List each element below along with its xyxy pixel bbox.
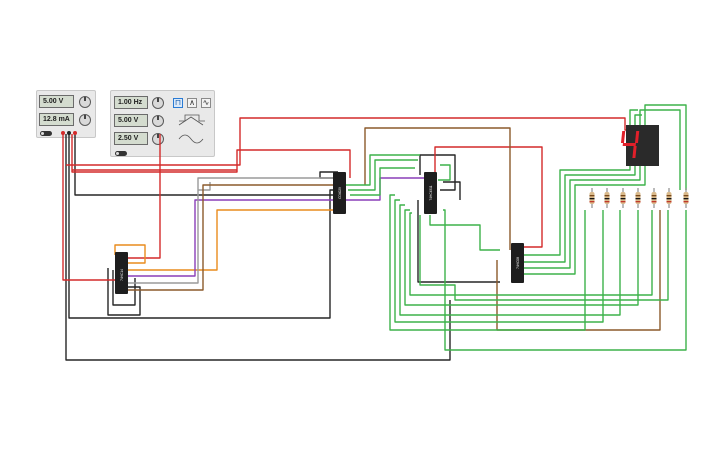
seven-segment-display[interactable] [620,125,659,166]
waveform-preview-icon [178,114,205,144]
dc-power-supply[interactable]: 5.00 V 12.8 mA [36,90,96,138]
orange-wire[interactable] [114,200,341,271]
black-wires[interactable] [65,134,500,361]
resistor[interactable] [620,188,626,208]
green-wires[interactable] [345,104,687,351]
resistors[interactable] [589,188,689,208]
resistor[interactable] [635,188,641,208]
chip-2[interactable]: CD4029 [333,172,346,214]
power-terminals[interactable] [61,131,77,135]
chip-4[interactable]: 74HC08 [511,243,524,283]
resistor[interactable] [589,188,595,208]
purple-wire[interactable] [128,177,430,277]
generator-power-switch[interactable] [115,151,127,156]
chip-3[interactable]: 74HC4511 [424,172,437,214]
current-knob[interactable] [79,114,91,126]
square-wave-button[interactable]: ⊓ [173,98,183,108]
current-display: 12.8 mA [39,113,74,126]
chip-2-label: CD4029 [338,187,342,199]
chip-3-label: 74HC4511 [429,185,433,200]
amplitude-display: 5.00 V [114,114,148,127]
triangle-wave-button[interactable]: ∧ [187,98,197,108]
offset-display: 2.50 V [114,132,148,145]
offset-knob[interactable] [152,133,164,145]
resistor[interactable] [666,188,672,208]
chip-4-label: 74HC08 [516,257,520,269]
voltage-display: 5.00 V [39,95,74,108]
amplitude-knob[interactable] [152,115,164,127]
frequency-knob[interactable] [152,97,164,109]
sine-wave-button[interactable]: ∿ [201,98,211,108]
chip-1-label: 74HC14 [120,269,124,281]
digit-four-segments [620,131,640,158]
function-generator[interactable]: 1.00 Hz 5.00 V 2.50 V ⊓ ∧ ∿ [110,90,215,157]
voltage-knob[interactable] [79,96,91,108]
resistor[interactable] [604,188,610,208]
frequency-display: 1.00 Hz [114,96,148,109]
resistor[interactable] [651,188,657,208]
chip-1[interactable]: 74HC14 [115,252,128,294]
power-switch[interactable] [40,131,52,136]
resistor[interactable] [683,188,689,208]
